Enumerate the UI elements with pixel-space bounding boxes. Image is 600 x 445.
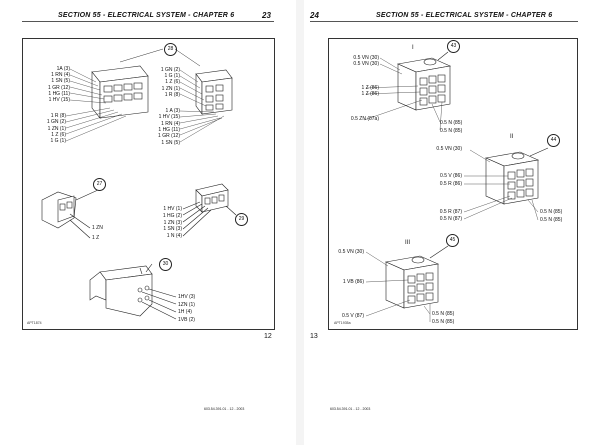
footer-left: 603.54.391.01 - 12 - 2003: [204, 407, 245, 411]
wire-label: 1 GR (12): [158, 133, 180, 140]
page-number-bottom-left: 12: [264, 333, 272, 340]
right-page: 24 SECTION 55 - ELECTRICAL SYSTEM - CHAP…: [304, 0, 600, 445]
wire-label: 1HV (3): [178, 294, 196, 300]
wire-label: 1 ZN (1): [47, 125, 66, 132]
roman-label-I: I: [412, 45, 414, 51]
wire-label: 1 SN (3): [163, 226, 182, 233]
page-number-bottom-right: 13: [310, 333, 318, 340]
connector-29: [182, 183, 237, 237]
footer-right: 603.54.391.01 - 12 - 2003: [330, 407, 371, 411]
page-number-top-left: 23: [262, 11, 271, 20]
wire-label: 0.5 N (85): [540, 217, 563, 223]
wire-label: 0.5 N (85): [540, 209, 563, 215]
wire-label: 1 GN (2): [160, 67, 180, 73]
callout-28: 28: [164, 43, 177, 56]
wire-label: 1 HG (11): [158, 126, 180, 133]
wire-label: 1 GR (12): [48, 84, 70, 91]
callout-27: 27: [93, 178, 106, 191]
wire-label: 0.5 V (86): [440, 173, 462, 179]
page-header-left: SECTION 55 - ELECTRICAL SYSTEM - CHAPTER…: [58, 12, 235, 19]
roman-label-III: III: [405, 240, 411, 246]
wire-label: 1 VB (86): [342, 279, 364, 285]
wire-label: 1 RN (4): [161, 120, 180, 127]
wire-label: 0.5 N (85): [440, 128, 463, 134]
wire-label: 1 Z: [92, 235, 100, 241]
callout-45: 45: [446, 234, 459, 247]
wire-label: 1 ZN (1): [161, 85, 180, 92]
wire-label: 1ZN (1): [178, 301, 195, 308]
wire-label: 1 HG (11): [48, 90, 70, 97]
wire-label: 0.5 VN (30): [353, 55, 379, 61]
callout-44: 44: [547, 134, 560, 147]
wire-label: 1 Z (6): [165, 79, 180, 86]
right-page-drawings: [363, 51, 549, 322]
page-gutter: [296, 0, 304, 445]
header-rule-right: [310, 21, 578, 22]
connector-socket-right: [195, 69, 233, 115]
wire-label: 1 G (1): [164, 73, 180, 80]
wire-label: 1 R (8): [50, 113, 66, 119]
relay-socket-II: [484, 147, 549, 205]
wire-label: 0.5 N (87): [439, 216, 462, 222]
wire-label: 1 G (1): [50, 138, 66, 145]
left-page-drawings: [41, 48, 237, 320]
relay-socket-III: [384, 245, 449, 309]
page-number-top-right: 24: [310, 11, 319, 20]
wire-label: 1 HG (2): [162, 212, 182, 219]
wire-label: 1 HV (15): [158, 114, 180, 121]
wire-label: 0.5 N (85): [440, 120, 463, 126]
callout-43: 43: [447, 40, 460, 53]
image-ref-left: APT1874: [27, 321, 42, 325]
wire-label: 0.5 VN (30): [436, 146, 462, 152]
wire-label: 0.5 R (86): [439, 181, 462, 187]
figure-box-left: [22, 38, 275, 330]
wire-label: 1 A (3): [165, 108, 180, 114]
wire-label: 1A (3): [56, 66, 70, 72]
wire-label: 1H (4): [178, 309, 192, 315]
page-header-right: SECTION 55 - ELECTRICAL SYSTEM - CHAPTER…: [376, 12, 553, 19]
wire-label: 1VB (2): [178, 316, 195, 323]
image-ref-right: APT1935a: [334, 321, 351, 325]
wire-label: 0.5 VN (30): [338, 249, 364, 255]
wire-label: 1 RN (4): [51, 72, 70, 79]
connector-plug-left: [91, 65, 149, 119]
header-rule-left: [22, 21, 274, 22]
wire-label: 0.5 N (85): [432, 319, 455, 325]
left-page: SECTION 55 - ELECTRICAL SYSTEM - CHAPTER…: [0, 0, 296, 445]
roman-label-II: II: [510, 134, 514, 140]
wire-label: 1 Z (86): [361, 85, 379, 91]
callout-30: 30: [159, 258, 172, 271]
connector-30: [89, 263, 177, 320]
wire-label: 1 GN (2): [46, 119, 66, 126]
wire-label: 1 SN (5): [161, 139, 180, 146]
wire-label: 1 SN (5): [51, 78, 70, 85]
relay-socket-I: [396, 51, 452, 111]
wire-label: 0.5 R (87): [439, 209, 462, 215]
wire-label: 0.5 ZN (87a): [350, 116, 379, 122]
wire-label: 1 Z (86): [361, 91, 379, 97]
callout-29: 29: [235, 213, 248, 226]
connector-27: [41, 189, 99, 239]
wire-label: 1 ZN: [92, 225, 103, 231]
wire-label: 0.5 VN (30): [353, 61, 379, 67]
wire-label: 0.5 N (85): [432, 311, 455, 317]
wire-label: 1 N (4): [166, 233, 182, 240]
wire-label: 1 Z (6): [51, 131, 66, 138]
wire-label: 1 ZN (3): [163, 219, 182, 226]
wire-label: 1 R (8): [164, 91, 180, 98]
wire-label: 1 HV (15): [48, 97, 70, 103]
wire-label: 1 HV (1): [163, 206, 182, 212]
wire-label: 0.5 V (87): [342, 313, 364, 319]
